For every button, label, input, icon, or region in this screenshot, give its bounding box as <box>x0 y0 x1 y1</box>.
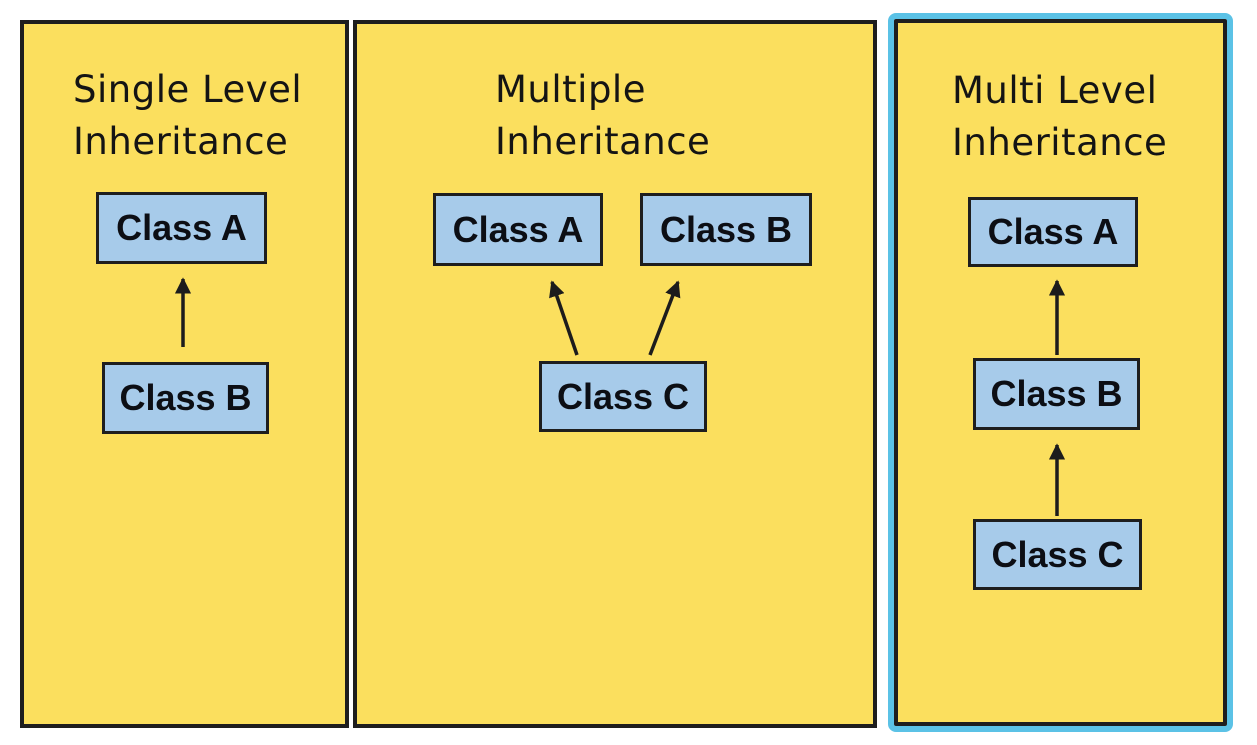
panel-title: Multi Level Inheritance <box>952 65 1167 169</box>
class-box-label: Class A <box>116 207 247 248</box>
panel-multiple-inheritance: Multiple Inheritance Class A Class B Cla… <box>353 20 877 728</box>
highlight-outline: Multi Level Inheritance Class A Class B … <box>888 13 1233 732</box>
class-box-a: Class A <box>433 193 603 266</box>
panel-title-line: Multi Level <box>952 69 1158 112</box>
panel-multi-level-inheritance: Multi Level Inheritance Class A Class B … <box>894 19 1227 726</box>
arrow-layer <box>549 280 681 356</box>
class-box-b: Class B <box>102 362 269 434</box>
arrow-layer <box>1048 279 1066 516</box>
panel-title-line: Multiple <box>495 68 646 111</box>
class-box-label: Class B <box>990 373 1123 414</box>
class-box-b: Class B <box>640 193 812 266</box>
panel-single-level-inheritance: Single Level Inheritance Class A Class B <box>20 20 349 728</box>
class-box-a: Class A <box>96 192 267 264</box>
class-box-b: Class B <box>973 358 1140 430</box>
panel-title: Multiple Inheritance <box>495 64 710 168</box>
panel-title-line: Inheritance <box>495 120 711 163</box>
panel-title: Single Level Inheritance <box>73 64 302 168</box>
class-box-label: Class C <box>556 375 690 417</box>
class-box-c: Class C <box>539 361 707 432</box>
class-box-label: Class A <box>987 211 1119 252</box>
class-box-label: Class A <box>452 208 584 250</box>
arrow-layer <box>174 277 192 347</box>
class-box-label: Class C <box>991 533 1124 575</box>
arrow-class-c-to-class-a <box>549 280 579 356</box>
class-box-label: Class B <box>659 208 793 250</box>
panel-title-line: Inheritance <box>73 120 289 163</box>
panel-title-line: Single Level <box>73 68 303 111</box>
class-box-label: Class B <box>119 377 252 418</box>
panel-title-line: Inheritance <box>952 121 1168 164</box>
arrow-class-c-to-class-b <box>648 280 681 356</box>
class-box-c: Class C <box>973 519 1142 590</box>
class-box-a: Class A <box>968 197 1138 267</box>
